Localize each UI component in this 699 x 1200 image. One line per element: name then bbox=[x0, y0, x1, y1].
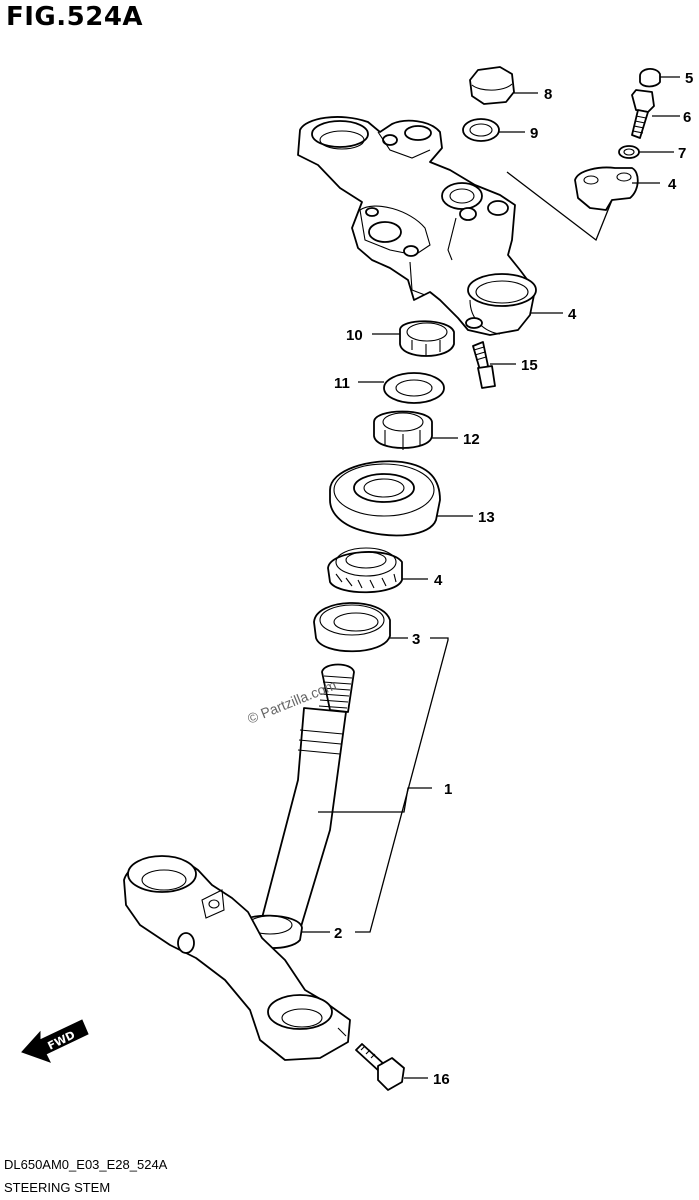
callout-9: 8 bbox=[544, 86, 552, 103]
callout-7: 6 bbox=[683, 109, 691, 126]
callout-8: 7 bbox=[678, 145, 686, 162]
cap-6[interactable] bbox=[639, 68, 661, 88]
callout-11: 10 bbox=[346, 327, 363, 344]
callout-15: 15 bbox=[521, 357, 538, 374]
washer-10[interactable] bbox=[462, 118, 500, 142]
dust-seal-14[interactable] bbox=[329, 460, 441, 537]
stem-nut-13[interactable] bbox=[373, 410, 433, 451]
callout-4-upper: 4 bbox=[568, 306, 577, 323]
callout-6: 5 bbox=[685, 70, 693, 87]
callout-16: 16 bbox=[433, 1071, 450, 1088]
leader-lines bbox=[302, 76, 680, 1079]
callout-5: 4 bbox=[668, 176, 677, 193]
pinch-bolt-16[interactable] bbox=[355, 1043, 405, 1091]
lower-bearing-3[interactable] bbox=[313, 602, 391, 653]
handlebar-holder-5[interactable] bbox=[574, 166, 639, 211]
figure-code: DL650AM0_E03_E28_524A bbox=[4, 1157, 168, 1172]
fwd-arrow: FWD bbox=[21, 1019, 89, 1063]
stem-head-nut[interactable] bbox=[469, 66, 515, 105]
callout-10: 9 bbox=[530, 125, 538, 142]
callout-1: 1 bbox=[444, 781, 452, 798]
upper-bearing-4[interactable] bbox=[327, 547, 403, 594]
callout-4-bearing: 4 bbox=[434, 572, 443, 589]
upper-bracket[interactable] bbox=[297, 116, 537, 336]
callout-3: 3 bbox=[412, 631, 420, 648]
figure-title: FIG.524A bbox=[6, 2, 144, 32]
lock-washer-12[interactable] bbox=[383, 372, 445, 404]
figure-name: STEERING STEM bbox=[4, 1180, 111, 1195]
lock-nut-11[interactable] bbox=[399, 320, 455, 357]
steering-stem-1[interactable] bbox=[261, 663, 355, 931]
callout-14: 13 bbox=[478, 509, 495, 526]
callout-2: 2 bbox=[334, 925, 342, 942]
lower-bracket[interactable] bbox=[123, 855, 351, 1061]
clamp-bolt-15[interactable] bbox=[472, 341, 496, 389]
callout-13: 12 bbox=[463, 431, 480, 448]
callout-12: 11 bbox=[334, 375, 350, 392]
assembly-line bbox=[506, 171, 613, 242]
callout-numbers: 8 9 5 6 7 4 4 10 15 11 12 13 4 3 1 2 16 bbox=[334, 70, 693, 1088]
washer-8[interactable] bbox=[618, 145, 640, 159]
bolt-7[interactable] bbox=[631, 89, 655, 139]
